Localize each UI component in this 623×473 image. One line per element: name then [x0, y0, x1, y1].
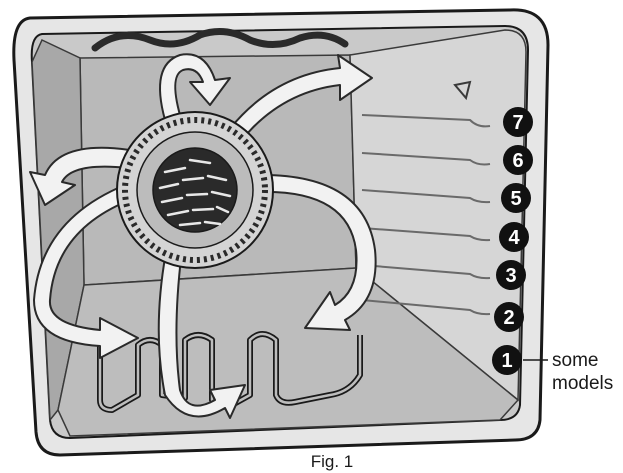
rack-label-3: 3 — [505, 265, 516, 287]
figure-caption: Fig. 1 — [311, 452, 354, 471]
top-heating-element-icon — [91, 27, 349, 52]
rack-badge-4: 4 — [499, 222, 529, 252]
vent-notch — [453, 80, 472, 101]
rack-badge-1: 1 — [492, 345, 522, 375]
rack-badge-2: 2 — [494, 302, 524, 332]
rack-label-5: 5 — [510, 188, 521, 210]
rack-badge-6: 6 — [503, 145, 533, 175]
note-line-2: models — [552, 373, 613, 394]
rack-label-4: 4 — [508, 227, 520, 249]
airflow-arrow-icon — [224, 54, 373, 143]
airflow-arrow-icon — [29, 146, 131, 206]
airflow-arrow-icon — [33, 184, 139, 359]
airflow-arrow-icon — [159, 53, 231, 123]
note-line-1: some — [552, 350, 598, 371]
rack-rails — [361, 114, 491, 316]
rack-label-6: 6 — [512, 150, 523, 172]
rack-label-7: 7 — [512, 112, 523, 134]
rack-label-1: 1 — [501, 350, 512, 372]
airflow-arrow-icon — [259, 174, 377, 331]
rack-label-2: 2 — [503, 307, 514, 329]
airflow-arrows — [29, 53, 377, 419]
rack-badge-3: 3 — [496, 260, 526, 290]
rack-badge-7: 7 — [503, 107, 533, 137]
rack-badge-5: 5 — [501, 183, 531, 213]
convection-fan-icon — [116, 111, 274, 269]
airflow-arrow-icon — [157, 249, 246, 419]
rack-position-badges: 7 6 5 4 3 2 1 — [492, 107, 533, 375]
